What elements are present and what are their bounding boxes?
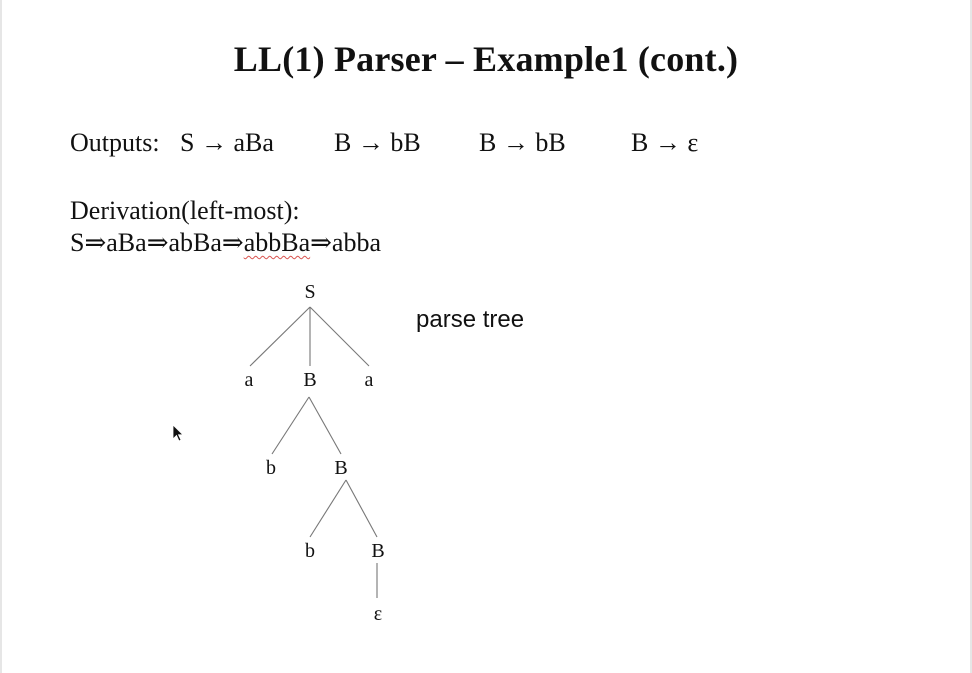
mouse-pointer-icon — [172, 424, 184, 442]
slide-title: LL(1) Parser – Example1 (cont.) — [233, 39, 739, 79]
node-a-right: a — [365, 369, 374, 391]
node-B-1: B — [303, 369, 316, 391]
edge-B2-B3 — [345, 479, 378, 538]
node-epsilon: ε — [374, 603, 382, 625]
node-a-left: a — [245, 369, 254, 391]
derivation-step-3: abBa — [168, 228, 222, 257]
edge-B1-B2 — [308, 396, 342, 455]
node-b-2: b — [305, 540, 315, 562]
derivation-step-1: S — [70, 228, 85, 257]
node-B-3: B — [371, 540, 384, 562]
derivation-arrow-1: ⇒ — [84, 228, 107, 257]
derivation-label: Derivation(left-most): — [70, 196, 300, 225]
derivation-arrow-4: ⇒ — [310, 228, 332, 257]
derivation-arrow-2: ⇒ — [146, 228, 169, 257]
derivation-step-2: aBa — [106, 228, 147, 257]
output-rule-3: B → bB — [479, 128, 566, 157]
node-S: S — [304, 281, 315, 303]
derivation-steps: S⇒aBa⇒abBa⇒abbBa⇒abba — [70, 228, 381, 258]
edge-B1-b — [271, 396, 310, 455]
derivation-step-4: abbBa — [243, 228, 311, 257]
node-b-1: b — [266, 457, 276, 479]
output-rule-4: B → ε — [631, 128, 699, 157]
derivation-arrow-3: ⇒ — [221, 228, 244, 257]
edge-root-a-left — [249, 306, 311, 367]
output-rule-1: S → aBa — [180, 128, 274, 157]
output-rule-2: B → bB — [334, 128, 421, 157]
node-B-2: B — [334, 457, 347, 479]
parse-tree-caption: parse tree — [416, 306, 525, 333]
edge-root-a-right — [309, 306, 370, 367]
edge-B2-b — [309, 479, 347, 538]
derivation-step-5: abba — [331, 228, 382, 257]
outputs-label: Outputs: — [70, 128, 160, 157]
